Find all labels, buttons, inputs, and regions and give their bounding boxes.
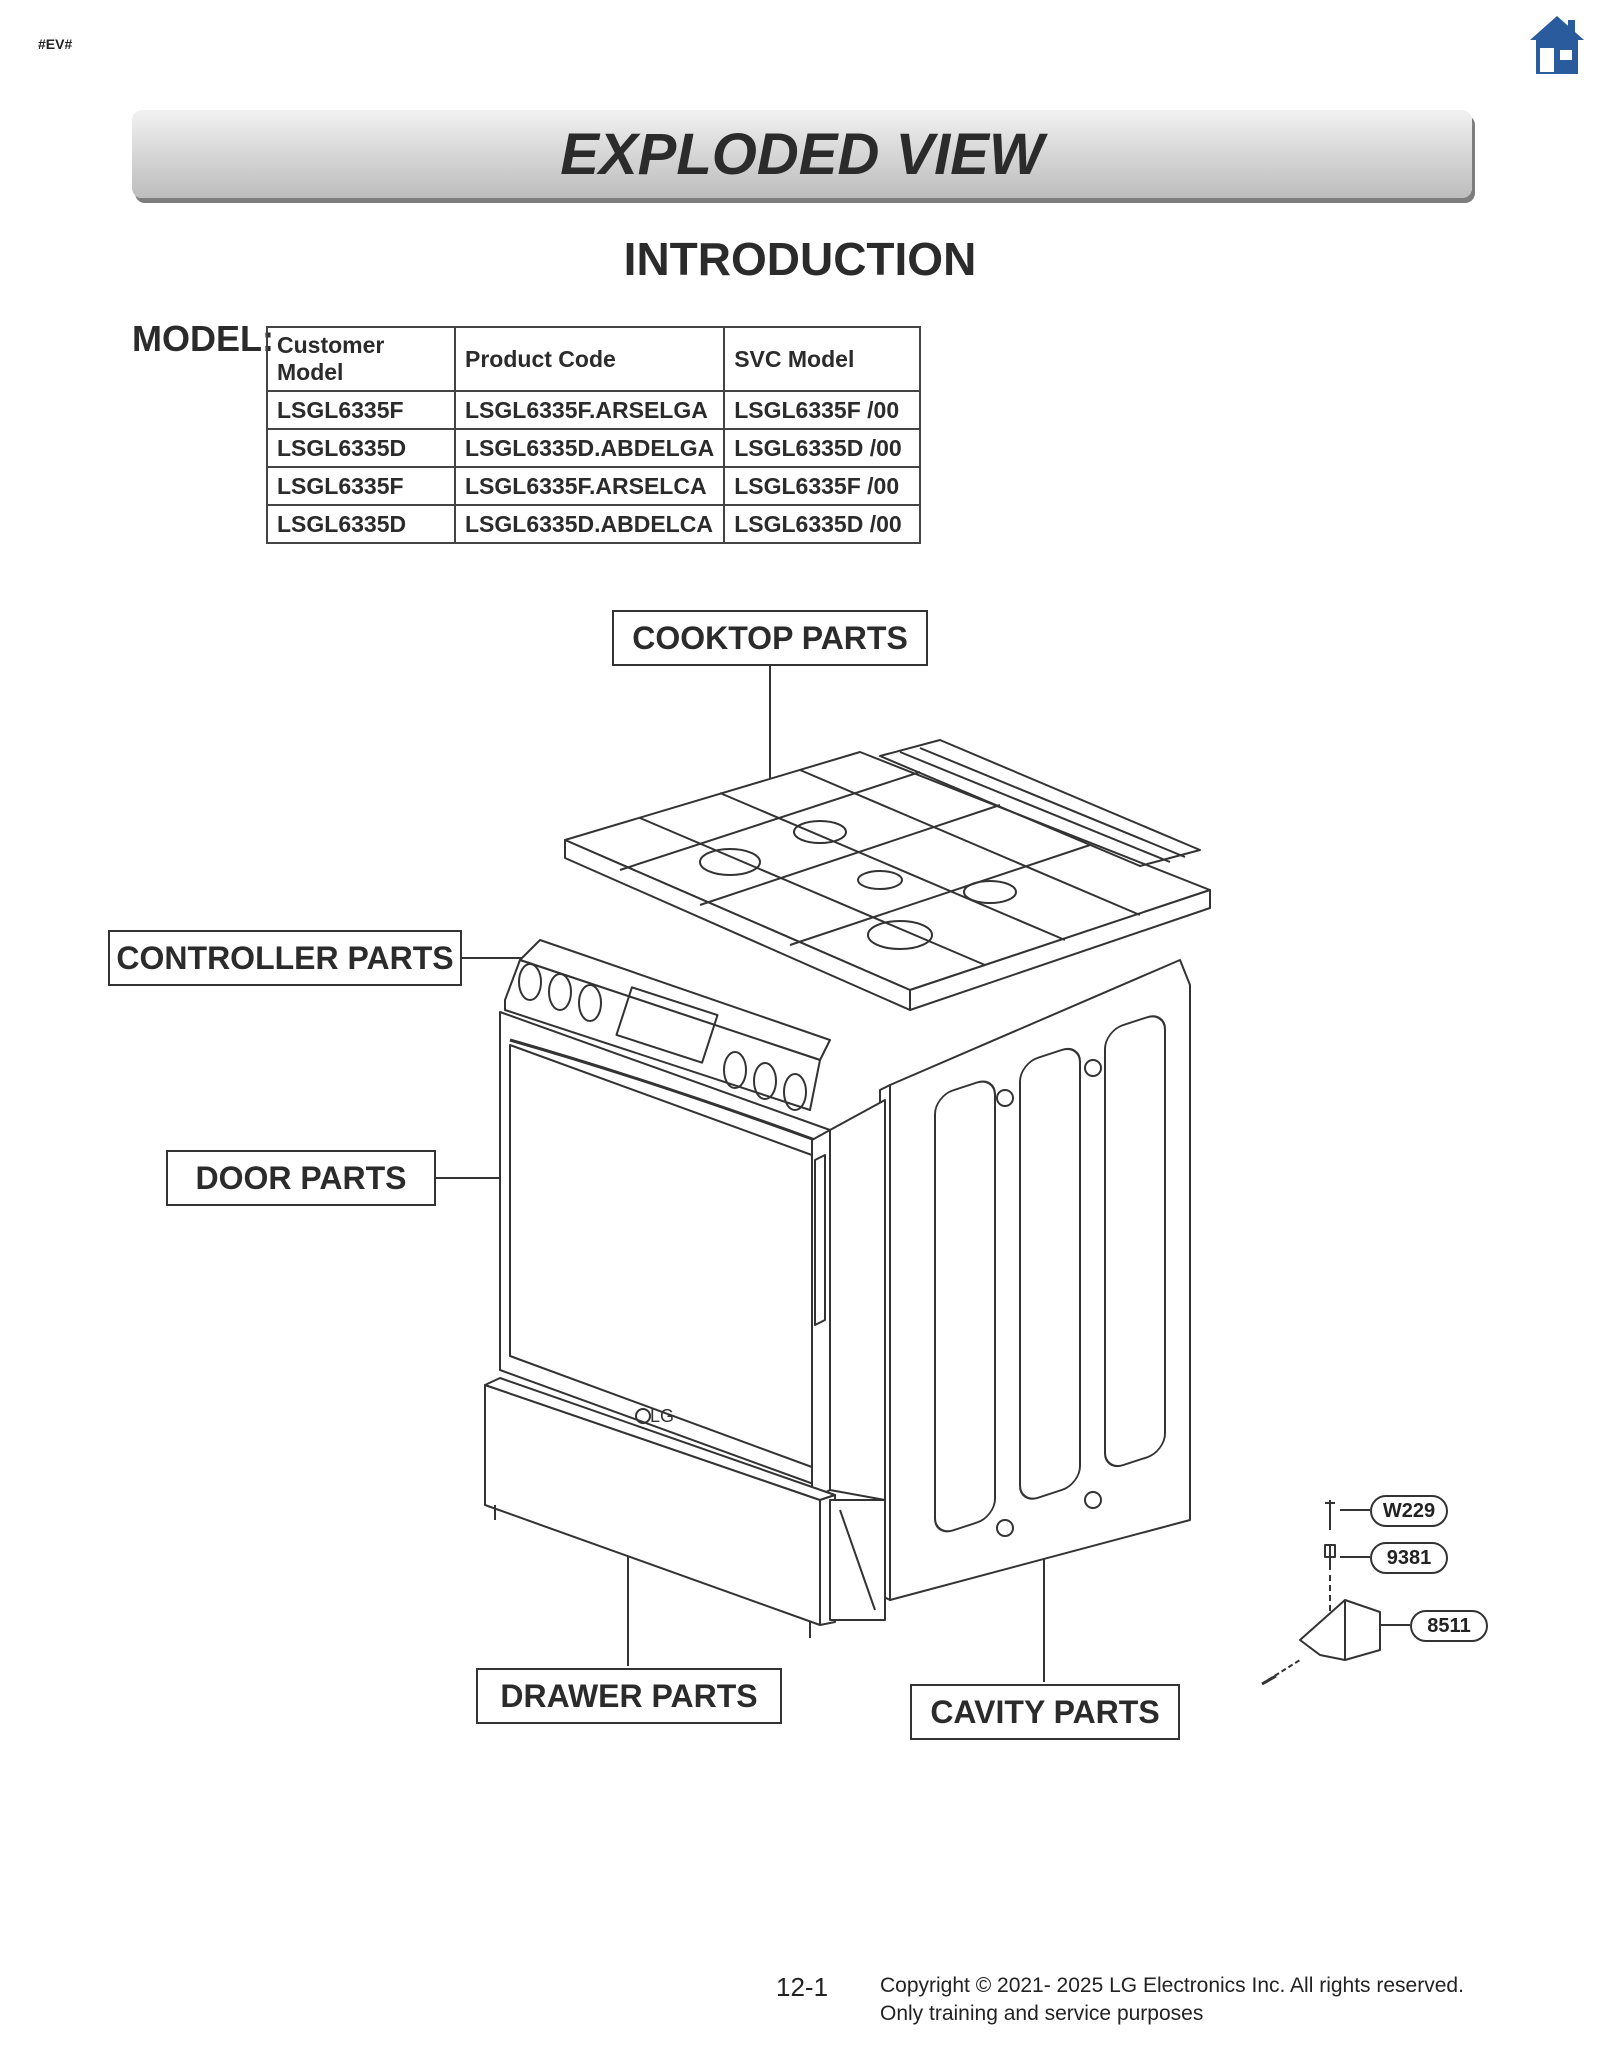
table-row: LSGL6335F LSGL6335F.ARSELCA LSGL6335F /0… bbox=[266, 466, 922, 506]
door-parts-label[interactable]: DOOR PARTS bbox=[166, 1150, 436, 1206]
column-header: Customer Model bbox=[266, 326, 456, 392]
table-header-row: Customer Model Product Code SVC Model bbox=[266, 326, 922, 392]
footer-text: Copyright © 2021- 2025 LG Electronics In… bbox=[880, 1972, 1464, 2028]
appliance-logo: LG bbox=[650, 1406, 674, 1426]
page-number: 12-1 bbox=[776, 1972, 829, 2002]
cooktop-assembly bbox=[564, 739, 1211, 1011]
table-cell: LSGL6335D /00 bbox=[723, 428, 922, 468]
table-cell: LSGL6335D bbox=[266, 428, 456, 468]
title-banner: EXPLODED VIEW bbox=[132, 110, 1472, 198]
table-cell: LSGL6335F.ARSELCA bbox=[453, 466, 726, 506]
cooktop-parts-label[interactable]: COOKTOP PARTS bbox=[612, 610, 928, 666]
model-label: MODEL: bbox=[132, 318, 274, 359]
controller-parts-label[interactable]: CONTROLLER PARTS bbox=[108, 930, 462, 986]
part-number-8511[interactable]: 8511 bbox=[1410, 1610, 1488, 1642]
cavity-side-panel bbox=[879, 959, 1191, 1601]
section-title: INTRODUCTION bbox=[623, 233, 977, 285]
column-header: Product Code bbox=[453, 326, 726, 392]
anti-tip-hardware bbox=[1261, 1500, 1410, 1686]
control-panel-assembly bbox=[504, 939, 831, 1111]
table-cell: LSGL6335F /00 bbox=[723, 390, 922, 430]
column-header: SVC Model bbox=[723, 326, 922, 392]
table-row: LSGL6335D LSGL6335D.ABDELGA LSGL6335D /0… bbox=[266, 428, 922, 468]
usage-note: Only training and service purposes bbox=[880, 2002, 1204, 2025]
table-cell: LSGL6335D.ABDELCA bbox=[453, 504, 726, 544]
table-cell: LSGL6335F.ARSELGA bbox=[453, 390, 726, 430]
table-cell: LSGL6335F /00 bbox=[723, 466, 922, 506]
table-cell: LSGL6335F bbox=[266, 466, 456, 506]
table-cell: LSGL6335F bbox=[266, 390, 456, 430]
oven-door-assembly: LG bbox=[499, 1011, 886, 1501]
part-number-w229[interactable]: W229 bbox=[1370, 1495, 1448, 1527]
drawer-assembly bbox=[484, 1377, 886, 1638]
cavity-parts-label[interactable]: CAVITY PARTS bbox=[910, 1684, 1180, 1740]
table-row: LSGL6335F LSGL6335F.ARSELGA LSGL6335F /0… bbox=[266, 390, 922, 430]
page-tag: #EV# bbox=[38, 36, 73, 52]
table-row: LSGL6335D LSGL6335D.ABDELCA LSGL6335D /0… bbox=[266, 504, 922, 544]
home-icon[interactable] bbox=[1530, 14, 1584, 76]
part-number-9381[interactable]: 9381 bbox=[1370, 1542, 1448, 1574]
table-cell: LSGL6335D bbox=[266, 504, 456, 544]
table-cell: LSGL6335D.ABDELGA bbox=[453, 428, 726, 468]
page-title: EXPLODED VIEW bbox=[560, 121, 1044, 187]
table-cell: LSGL6335D /00 bbox=[723, 504, 922, 544]
copyright-text: Copyright © 2021- 2025 LG Electronics In… bbox=[880, 1974, 1464, 1997]
model-table: Customer Model Product Code SVC Model LS… bbox=[266, 326, 922, 544]
drawer-parts-label[interactable]: DRAWER PARTS bbox=[476, 1668, 782, 1724]
